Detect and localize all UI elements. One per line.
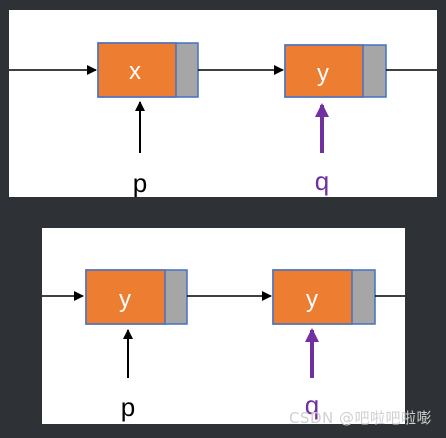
node-2-data-field xyxy=(272,269,353,325)
node-1-value: y xyxy=(119,286,131,313)
diagram-after: y y p q xyxy=(42,269,405,422)
pointer-q-label: q xyxy=(305,390,319,420)
node-2-value: y xyxy=(306,286,318,313)
node-1-data-field xyxy=(97,42,177,98)
diagram-after-panel: y y p q xyxy=(42,228,405,424)
pointer-q-label: q xyxy=(315,166,329,196)
diagram-before: x y p q xyxy=(9,42,437,197)
diagram-before-panel: x y p q xyxy=(9,10,437,197)
node-2: y xyxy=(272,269,376,325)
node-2: y xyxy=(284,44,387,98)
pointer-p-label: p xyxy=(121,392,135,422)
pointer-p-label: p xyxy=(133,168,147,197)
node-2-data-field xyxy=(284,44,364,98)
node-1: y xyxy=(85,269,188,325)
watermark-text: CSDN @吧啦吧啦嘭 xyxy=(288,409,432,427)
node-1-data-field xyxy=(85,269,166,325)
node-1: x xyxy=(97,42,199,98)
node-2-value: y xyxy=(317,60,329,87)
node-1-value: x xyxy=(129,58,141,85)
